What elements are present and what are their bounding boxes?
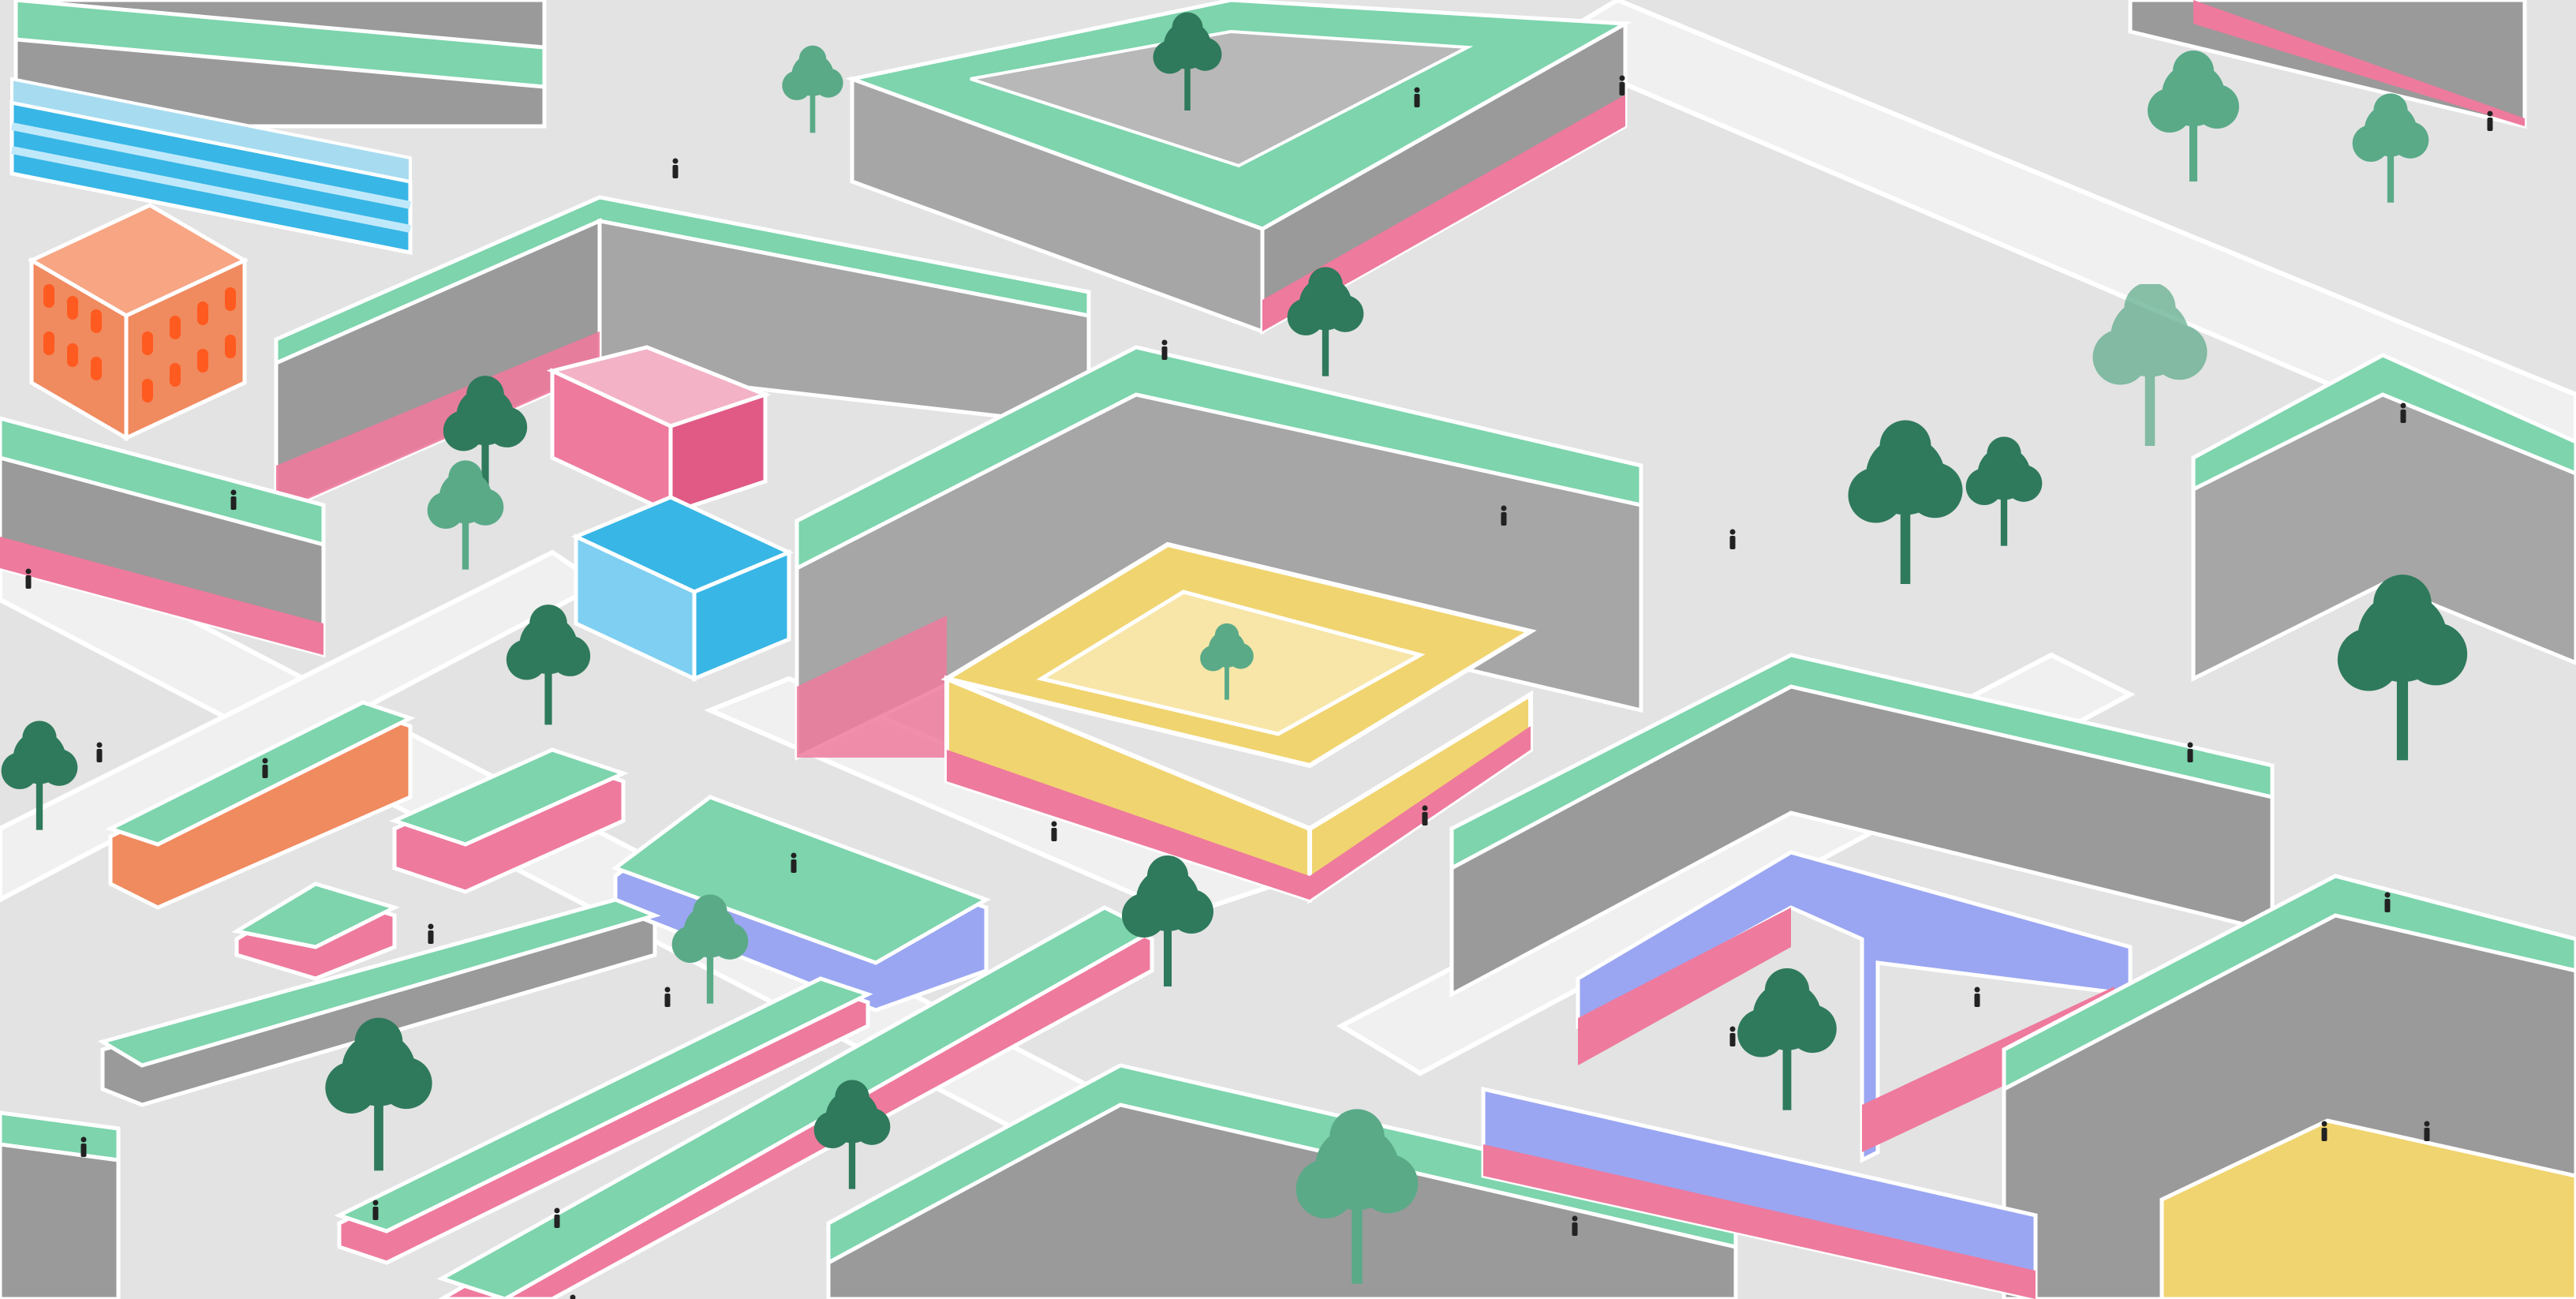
person-icon bbox=[2322, 1121, 2327, 1142]
person-icon bbox=[26, 569, 32, 590]
person-icon bbox=[791, 853, 797, 874]
person-icon bbox=[1162, 340, 1168, 361]
person-icon bbox=[1052, 822, 1057, 842]
person-icon bbox=[428, 924, 434, 945]
person-icon bbox=[2425, 1121, 2430, 1142]
person-icon bbox=[1730, 1027, 1736, 1047]
person-icon bbox=[2401, 403, 2406, 424]
person-icon bbox=[2188, 743, 2193, 763]
person-icon bbox=[97, 743, 103, 763]
person-icon bbox=[2488, 111, 2493, 132]
building-bottom-left bbox=[0, 1113, 118, 1299]
person-icon bbox=[263, 758, 268, 779]
person-icon bbox=[665, 987, 671, 1008]
person-icon bbox=[1572, 1216, 1578, 1237]
person-icon bbox=[1415, 88, 1420, 108]
person-icon bbox=[231, 490, 237, 511]
person-icon bbox=[1501, 506, 1507, 526]
person-icon bbox=[673, 159, 679, 179]
person-icon bbox=[1620, 76, 1625, 96]
person-icon bbox=[1975, 987, 1980, 1008]
person-icon bbox=[2385, 893, 2391, 913]
person-icon bbox=[555, 1208, 560, 1229]
person-icon bbox=[1730, 530, 1736, 550]
person-icon bbox=[1423, 806, 1428, 826]
person-icon bbox=[373, 1200, 379, 1221]
person-icon bbox=[81, 1137, 87, 1158]
